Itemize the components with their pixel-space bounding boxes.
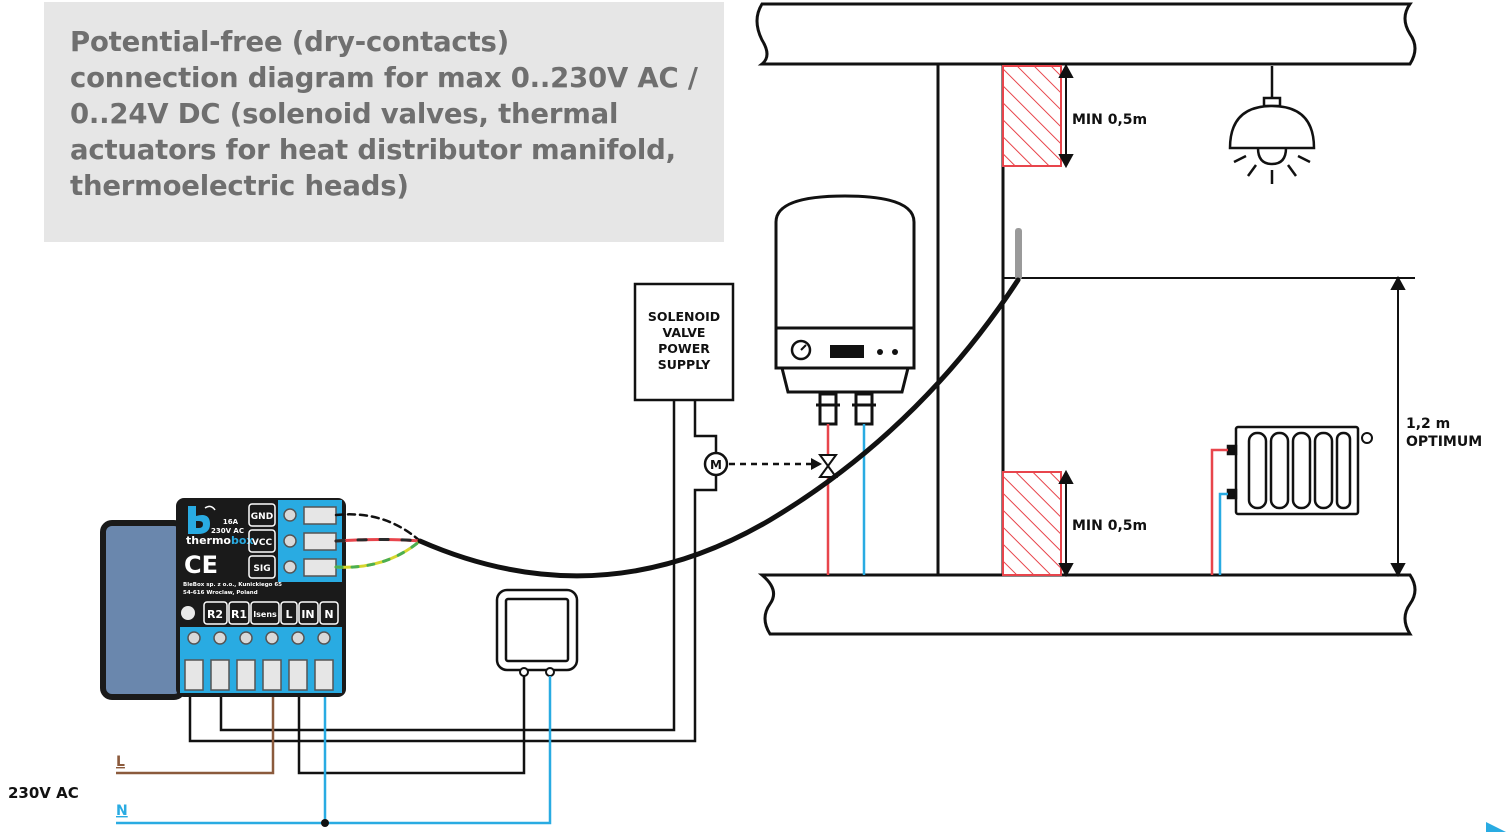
- floor-slab: [757, 573, 1417, 636]
- device-side-panel: [100, 520, 186, 700]
- boiler-icon: [774, 194, 916, 426]
- clearance-zone-bottom: [1002, 471, 1062, 576]
- building-structure: [755, 2, 1417, 636]
- terminal-gnd-label: GND: [251, 512, 273, 522]
- sensor-clamps: [303, 506, 337, 577]
- power-supply-label-1: SOLENOID: [648, 309, 720, 324]
- mains-neutral-label: N: [116, 803, 128, 819]
- clearance-top-label: MIN 0,5m: [1072, 112, 1147, 128]
- terminal-isens-label: Isens: [253, 610, 277, 619]
- mains-voltage-label: 230V AC: [8, 784, 79, 802]
- ceiling-slab: [755, 2, 1417, 66]
- sensor-terminal-labels: [248, 503, 276, 579]
- title-box: Potential-free (dry-contacts) connection…: [44, 2, 724, 242]
- radiator-icon: [1226, 425, 1373, 516]
- corner-marker: [1486, 822, 1506, 832]
- switch-terminal-2: [545, 667, 555, 677]
- actuator-motor: [703, 451, 729, 477]
- terminal-n-label: N: [324, 608, 333, 621]
- device-rating-2: 230V AC: [211, 527, 244, 535]
- switch-terminal-1: [519, 667, 529, 677]
- power-terminal-labels: [203, 601, 339, 625]
- terminal-r1-label: R1: [231, 608, 247, 621]
- thermobox-device: 16A 230V AC thermobox CE BleBox sp. z o.…: [100, 498, 346, 700]
- status-led: [181, 606, 195, 620]
- terminal-sig-label: SIG: [253, 564, 270, 574]
- power-supply-box: [633, 282, 735, 402]
- power-clamps: [184, 659, 334, 691]
- terminal-l-label: L: [285, 608, 292, 621]
- room-switch: [495, 588, 579, 672]
- temperature-sensor: [1015, 228, 1022, 280]
- clearance-bottom-label: MIN 0,5m: [1072, 518, 1147, 534]
- thermobox-logo: [188, 506, 210, 534]
- terminal-r2-label: R2: [207, 608, 223, 621]
- actuator-link-arrow: [811, 458, 822, 470]
- lamp-icon: [1228, 66, 1316, 184]
- device-name: thermobox: [186, 534, 254, 547]
- actuator-wiring: [188, 400, 718, 743]
- sensor-screws: [283, 508, 297, 574]
- power-supply-label-2: VALVE: [663, 325, 706, 340]
- actuator-motor-label: M: [710, 458, 722, 472]
- diagram-title: Potential-free (dry-contacts) connection…: [70, 26, 698, 202]
- device-rating-1: 16A: [223, 518, 239, 526]
- power-screws: [187, 631, 331, 645]
- terminal-vcc-label: VCC: [252, 538, 273, 548]
- device-address-2: 54-616 Wroclaw, Poland: [183, 590, 258, 596]
- neutral-junction: [321, 819, 329, 827]
- terminal-in-label: IN: [301, 608, 314, 621]
- power-supply-label-3: POWER: [658, 341, 710, 356]
- clearance-arrows: [1058, 63, 1406, 578]
- height-note-label: OPTIMUM: [1406, 434, 1482, 450]
- power-supply-label-4: SUPPLY: [658, 357, 711, 372]
- wifi-icon: [204, 505, 216, 511]
- clearance-zone-top: [1002, 65, 1062, 167]
- device-address-1: BleBox sp. z o.o., Kunickiego 65: [183, 582, 282, 588]
- valve-icon: [818, 454, 838, 478]
- switch-wiring: [297, 676, 552, 825]
- sensor-cable: [334, 277, 1021, 579]
- mains-line-label: L: [116, 754, 125, 770]
- radiator-cold-pipe: [1218, 492, 1228, 575]
- ce-mark: CE: [184, 551, 218, 579]
- height-value-label: 1,2 m: [1406, 416, 1450, 432]
- radiator-hot-pipe: [1210, 448, 1228, 575]
